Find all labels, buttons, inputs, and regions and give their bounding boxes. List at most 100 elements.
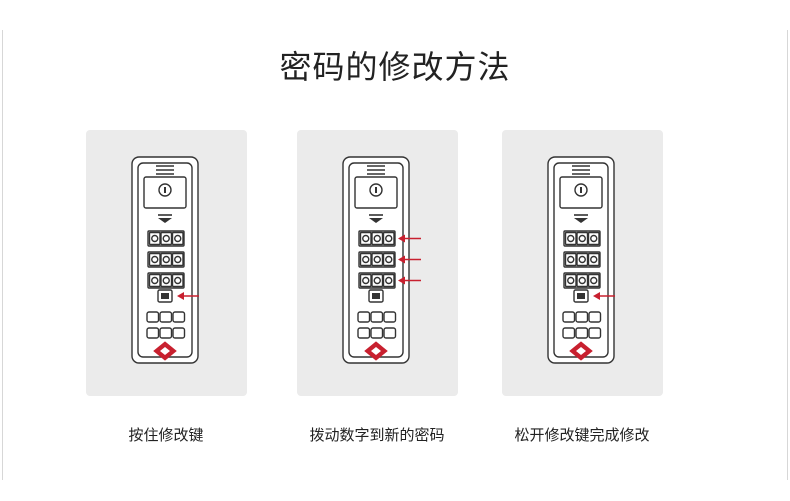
- step-panel-1: [86, 130, 247, 396]
- dial-digit: [151, 234, 159, 243]
- lock-body-group: [131, 156, 199, 364]
- keyhole-icon: [158, 183, 172, 197]
- page-title: 密码的修改方法: [279, 48, 511, 86]
- lower-button: [357, 327, 371, 339]
- dial-wheel: [564, 273, 577, 288]
- dial-digit: [567, 234, 575, 243]
- dial-digit: [590, 234, 598, 243]
- dial-wheel: [587, 231, 600, 246]
- lower-button: [370, 311, 384, 323]
- dial-digit: [151, 255, 159, 264]
- dial-wheel: [160, 231, 173, 246]
- dial-digit: [362, 255, 370, 264]
- lower-button: [146, 327, 160, 339]
- dial-wheel: [382, 273, 395, 288]
- lock-illustration: [547, 156, 615, 364]
- dial-digit: [162, 234, 170, 243]
- arrow-left-head: [177, 292, 184, 300]
- dial-wheel: [576, 231, 589, 246]
- reset-key: [157, 289, 173, 303]
- indicator-triangle: [158, 218, 172, 223]
- arrow-left-head: [398, 276, 405, 285]
- lock-illustration: [131, 156, 199, 364]
- dial-wheel: [371, 252, 384, 267]
- dial-wheel: [359, 231, 372, 246]
- key-window: [354, 176, 398, 209]
- lower-button: [172, 327, 186, 339]
- arrow-left-head: [593, 292, 600, 300]
- dial-wheel: [160, 273, 173, 288]
- dial-wheel: [587, 273, 600, 288]
- dial-digit: [385, 255, 393, 264]
- dial-digit: [362, 234, 370, 243]
- lower-button: [383, 327, 397, 339]
- step-caption-2: 拨动数字到新的密码: [309, 426, 445, 444]
- dial-row-frame: [358, 272, 396, 289]
- dial-wheel: [576, 273, 589, 288]
- arrow-left-head: [398, 255, 405, 264]
- reset-key-core: [161, 293, 169, 299]
- lower-button: [370, 327, 384, 339]
- dial-wheel: [576, 252, 589, 267]
- lower-button: [357, 311, 371, 323]
- dial-wheel: [171, 252, 184, 267]
- dial-row-frame: [358, 230, 396, 247]
- dial-digit: [385, 276, 393, 285]
- lower-button: [562, 327, 576, 339]
- dial-wheel: [371, 273, 384, 288]
- lower-button: [575, 311, 589, 323]
- step-panel-3: [502, 130, 663, 396]
- reset-key: [573, 289, 589, 303]
- dial-wheel: [171, 231, 184, 246]
- dial-row-frame: [563, 251, 601, 268]
- dial-row-frame: [563, 272, 601, 289]
- lower-button: [588, 311, 602, 323]
- dial-digit: [578, 234, 586, 243]
- indicator-triangle: [369, 218, 383, 223]
- lower-button: [159, 327, 173, 339]
- dial-digit: [385, 234, 393, 243]
- lower-button: [575, 327, 589, 339]
- frame-line-left: [2, 30, 3, 480]
- dial-digit: [590, 255, 598, 264]
- tsa-diamond-inner: [160, 347, 170, 355]
- dial-digit: [174, 276, 182, 285]
- arrow-left-head: [398, 234, 405, 243]
- dial-wheel: [148, 252, 161, 267]
- dial-row-frame: [147, 251, 185, 268]
- step-panel-2: [297, 130, 458, 396]
- step-caption-3: 松开修改键完成修改: [514, 426, 650, 444]
- dial-digit: [373, 234, 381, 243]
- keyhole-icon: [369, 183, 383, 197]
- lower-button: [146, 311, 160, 323]
- dial-wheel: [160, 252, 173, 267]
- dial-wheel: [382, 231, 395, 246]
- dial-wheel: [148, 231, 161, 246]
- dial-digit: [162, 276, 170, 285]
- dial-digit: [162, 255, 170, 264]
- frame-line-right: [787, 30, 788, 480]
- key-window: [559, 176, 603, 209]
- dial-digit: [174, 255, 182, 264]
- dial-digit: [578, 276, 586, 285]
- dial-digit: [373, 276, 381, 285]
- indicator-triangle: [574, 218, 588, 223]
- dial-wheel: [359, 273, 372, 288]
- tsa-diamond-inner: [576, 347, 586, 355]
- tsa-diamond-inner: [371, 347, 381, 355]
- lower-button: [159, 311, 173, 323]
- dial-row-frame: [147, 230, 185, 247]
- lower-button: [383, 311, 397, 323]
- dial-wheel: [359, 252, 372, 267]
- reset-key: [368, 289, 384, 303]
- dial-digit: [362, 276, 370, 285]
- dial-wheel: [564, 231, 577, 246]
- dial-digit: [590, 276, 598, 285]
- keyhole-icon: [574, 183, 588, 197]
- key-window: [143, 176, 187, 209]
- dial-wheel: [148, 273, 161, 288]
- dial-digit: [174, 234, 182, 243]
- dial-digit: [373, 255, 381, 264]
- lower-button: [588, 327, 602, 339]
- step-caption-1: 按住修改键: [128, 426, 204, 444]
